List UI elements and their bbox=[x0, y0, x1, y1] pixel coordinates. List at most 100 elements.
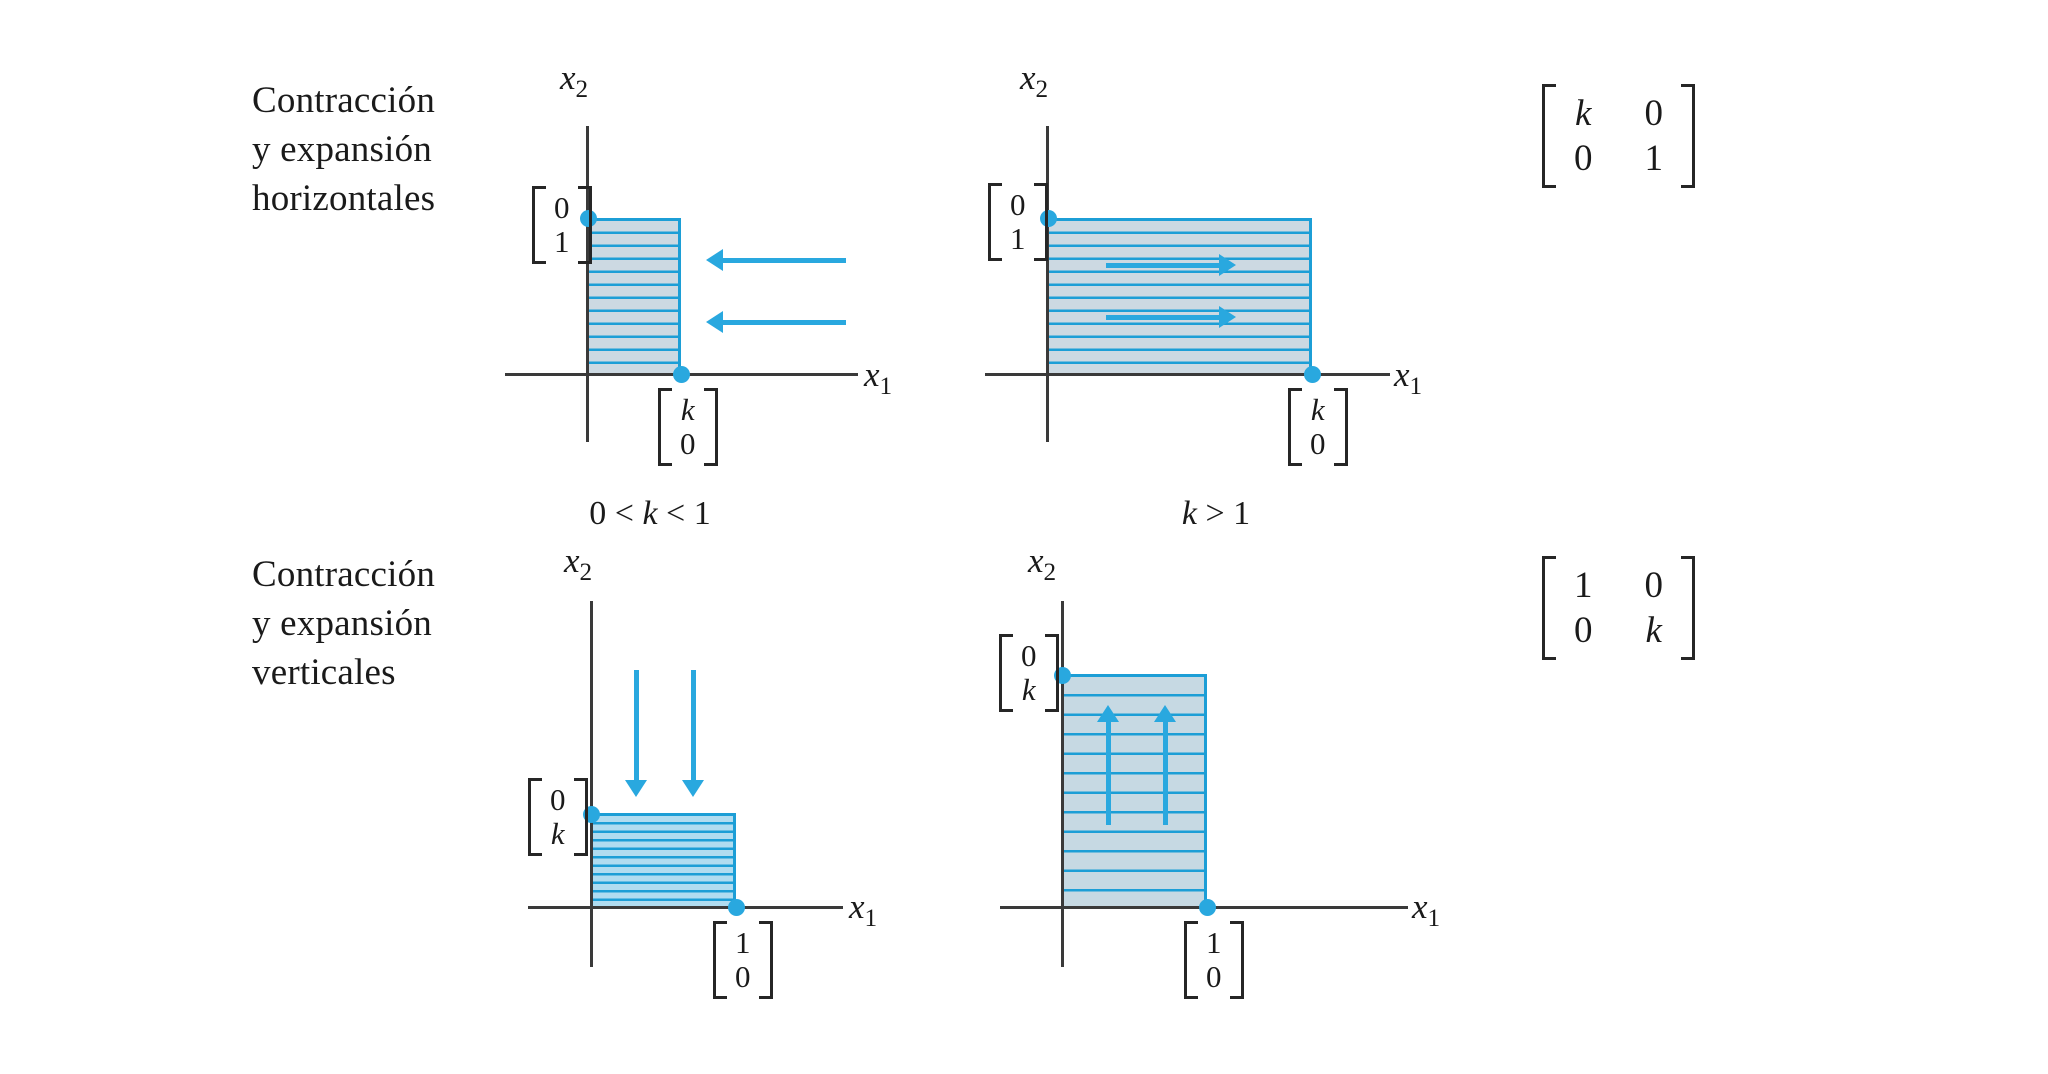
x2-axis-label: x2 bbox=[564, 541, 592, 585]
vector-entries: k 0 bbox=[1302, 388, 1334, 466]
left-bracket bbox=[988, 183, 1002, 261]
right-bracket bbox=[1044, 634, 1059, 712]
left-bracket bbox=[713, 921, 727, 999]
caption-text: < 1 bbox=[657, 495, 711, 532]
arrow-up-icon bbox=[1097, 705, 1119, 825]
row1-title-line: Contracción bbox=[252, 80, 436, 121]
left-bracket bbox=[1288, 388, 1302, 466]
arrow-down-icon bbox=[625, 670, 647, 797]
y-axis bbox=[1046, 126, 1049, 442]
vector-entry: 0 bbox=[554, 190, 570, 225]
vector-entry: 1 bbox=[1010, 221, 1026, 256]
matrix-vertical-scale: 1 0 0 k bbox=[1542, 556, 1695, 660]
arrow-shaft bbox=[690, 670, 696, 782]
vector-entry: 0 bbox=[1206, 959, 1222, 994]
axis-sub: 1 bbox=[879, 373, 893, 400]
right-bracket bbox=[703, 388, 718, 466]
point-marker bbox=[1040, 210, 1057, 227]
vector-label-0-1: 0 1 bbox=[532, 186, 592, 264]
vector-entries: 0 1 bbox=[546, 186, 578, 264]
row1-title-line: horizontales bbox=[252, 178, 436, 219]
matrix-horizontal-scale: k 0 0 1 bbox=[1542, 84, 1695, 188]
y-axis bbox=[590, 601, 593, 967]
arrow-down-icon bbox=[682, 670, 704, 797]
right-bracket bbox=[1033, 183, 1048, 261]
row2-title-line: Contracción bbox=[252, 554, 436, 595]
matrix-entry: 0 bbox=[1644, 565, 1664, 606]
x1-axis-label: x1 bbox=[849, 887, 877, 931]
arrow-shaft bbox=[1162, 720, 1168, 825]
vector-label-k-0: k 0 bbox=[658, 388, 718, 466]
axis-sub: 2 bbox=[579, 559, 593, 586]
vector-entry: 0 bbox=[1021, 638, 1037, 673]
axis-sub: 2 bbox=[1043, 559, 1057, 586]
arrow-right-icon bbox=[1106, 254, 1236, 276]
point-marker bbox=[1199, 899, 1216, 916]
x-axis bbox=[985, 373, 1390, 376]
arrow-head bbox=[682, 780, 704, 797]
right-bracket bbox=[758, 921, 773, 999]
caption-var: k bbox=[642, 495, 658, 532]
vector-entry: k bbox=[1310, 392, 1325, 427]
row1-title: Contracción y expansión horizontales bbox=[252, 76, 435, 223]
arrow-head bbox=[706, 249, 723, 271]
point-marker bbox=[673, 366, 690, 383]
vector-label-1-0: 1 0 bbox=[1184, 921, 1244, 999]
caption-text: 0 < bbox=[589, 495, 643, 532]
hatched-region-expanded-horizontal bbox=[1049, 218, 1312, 373]
matrix-entry: 0 bbox=[1644, 93, 1664, 134]
arrow-up-icon bbox=[1154, 705, 1176, 825]
matrix-entries: k 0 0 1 bbox=[1556, 84, 1681, 188]
caption-var: k bbox=[1181, 495, 1197, 532]
arrow-head bbox=[1154, 705, 1176, 722]
vector-entry: 0 bbox=[680, 426, 696, 461]
left-bracket bbox=[528, 778, 542, 856]
arrow-right-icon bbox=[1106, 306, 1236, 328]
vector-entry: 1 bbox=[735, 925, 751, 960]
left-bracket bbox=[658, 388, 672, 466]
axis-var: x bbox=[564, 541, 580, 580]
x1-axis-label: x1 bbox=[1394, 355, 1422, 399]
point-marker bbox=[1304, 366, 1321, 383]
caption-expansion-condition: k > 1 bbox=[1136, 495, 1296, 533]
vector-entries: 0 1 bbox=[1002, 183, 1034, 261]
vector-label-0-1: 0 1 bbox=[988, 183, 1048, 261]
arrow-shaft bbox=[1106, 262, 1221, 268]
row1-title-line: y expansión bbox=[252, 129, 432, 170]
vector-entries: k 0 bbox=[672, 388, 704, 466]
vector-entry: 0 bbox=[735, 959, 751, 994]
vector-entries: 1 0 bbox=[727, 921, 759, 999]
hatched-region-expanded-vertical bbox=[1064, 674, 1207, 906]
arrow-shaft bbox=[1106, 314, 1221, 320]
vector-entry: 0 bbox=[1010, 187, 1026, 222]
arrow-left-icon bbox=[706, 311, 846, 333]
left-bracket bbox=[999, 634, 1013, 712]
arrow-head bbox=[1219, 306, 1236, 328]
right-bracket bbox=[577, 186, 592, 264]
vector-entry: k bbox=[680, 392, 695, 427]
matrix-entries: 1 0 0 k bbox=[1556, 556, 1681, 660]
vector-entry: k bbox=[550, 816, 565, 851]
left-bracket bbox=[1542, 556, 1556, 660]
arrow-shaft bbox=[633, 670, 639, 782]
arrow-head bbox=[706, 311, 723, 333]
arrow-shaft bbox=[721, 257, 846, 263]
caption-contraction-condition: 0 < k < 1 bbox=[545, 495, 755, 533]
vector-entry: 1 bbox=[554, 224, 570, 259]
axis-sub: 1 bbox=[1409, 373, 1423, 400]
axis-var: x bbox=[560, 58, 576, 97]
vector-entry: 0 bbox=[550, 782, 566, 817]
left-bracket bbox=[532, 186, 546, 264]
axis-var: x bbox=[1028, 541, 1044, 580]
x2-axis-label: x2 bbox=[560, 58, 588, 102]
vector-entry: 0 bbox=[1310, 426, 1326, 461]
arrow-left-icon bbox=[706, 249, 846, 271]
matrix-entry: 1 bbox=[1574, 565, 1593, 606]
matrix-entry: 0 bbox=[1574, 610, 1593, 651]
x-axis bbox=[528, 906, 843, 909]
arrow-shaft bbox=[721, 319, 846, 325]
arrow-shaft bbox=[1105, 720, 1111, 825]
right-bracket bbox=[1681, 84, 1695, 188]
right-bracket bbox=[1681, 556, 1695, 660]
axis-var: x bbox=[1020, 58, 1036, 97]
